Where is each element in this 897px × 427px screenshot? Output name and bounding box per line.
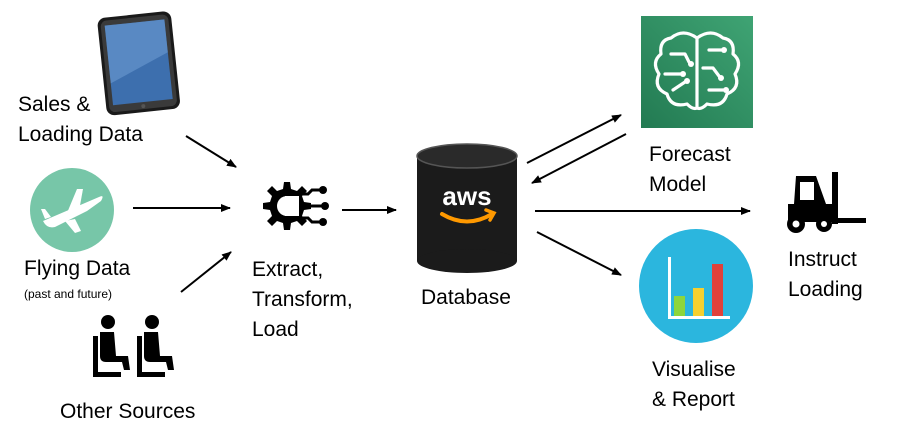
- instruct-label-line2: Loading: [788, 278, 863, 301]
- bar-chart-icon: [639, 229, 753, 343]
- flying-label-title: Flying Data: [24, 257, 131, 280]
- tablet-icon: [97, 11, 180, 116]
- etl-label-line2: Transform,: [252, 288, 353, 311]
- flying-subtitle: (past and future): [24, 287, 113, 301]
- database-label: Database: [421, 286, 511, 309]
- aws-logo-text: aws: [442, 181, 491, 211]
- aws-database-icon: aws: [416, 143, 518, 273]
- forklift-icon: [787, 172, 866, 233]
- arrow-db-to-visualise: [536, 231, 622, 276]
- arrow-other-to-etl: [180, 251, 232, 293]
- arrow-sales-to-etl: [185, 135, 237, 168]
- other-label: Other Sources: [60, 400, 196, 423]
- sales-label-line2: Loading Data: [18, 123, 143, 146]
- etl-label: Extract, Transform, Load: [252, 255, 353, 345]
- visualise-label-line1: Visualise: [652, 358, 736, 381]
- visualise-label: Visualise & Report: [652, 355, 736, 415]
- gear-circuit-icon: [263, 182, 329, 230]
- flying-label: Flying Data: [24, 254, 130, 284]
- forecast-label-line2: Model: [649, 173, 707, 196]
- arrow-forecast-to-db: [531, 133, 627, 184]
- brain-circuit-icon: [641, 16, 753, 128]
- sales-label-line1: Sales &: [18, 93, 91, 116]
- instruct-label: Instruct Loading: [788, 245, 863, 305]
- instruct-label-line1: Instruct: [788, 248, 857, 271]
- airplane-icon: [30, 168, 114, 252]
- forecast-label: Forecast Model: [649, 140, 731, 200]
- etl-label-line3: Load: [252, 318, 299, 341]
- visualise-label-line2: & Report: [652, 388, 735, 411]
- arrow-db-to-forecast: [526, 114, 622, 164]
- forecast-label-line1: Forecast: [649, 143, 731, 166]
- etl-label-line1: Extract,: [252, 258, 324, 281]
- sales-label: Sales & Loading Data: [18, 90, 143, 150]
- passenger-seats-icon: [93, 315, 174, 377]
